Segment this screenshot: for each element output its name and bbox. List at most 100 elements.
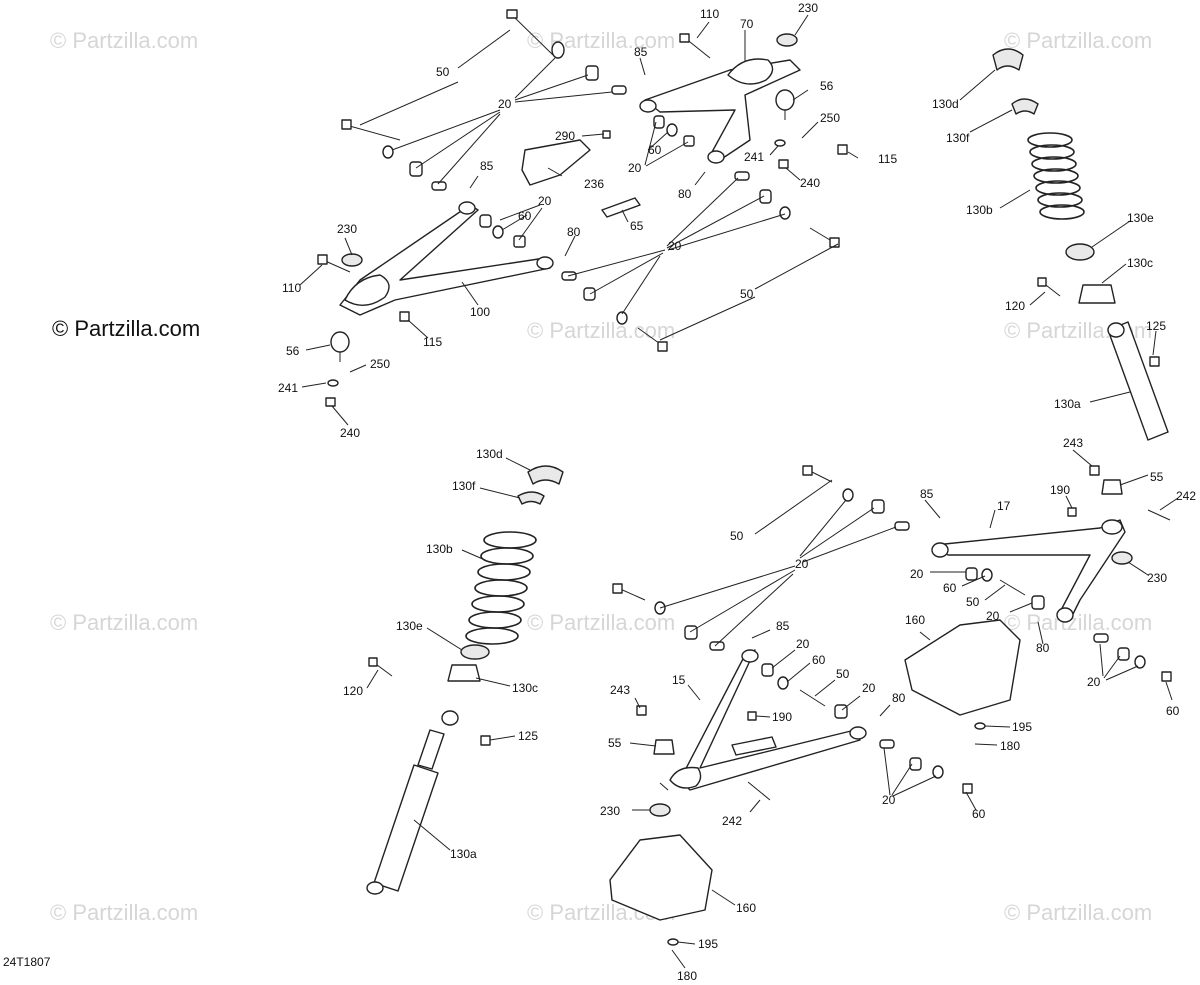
callout-190: 190 (1050, 483, 1070, 497)
callout-15: 15 (672, 673, 686, 687)
callout-56: 56 (820, 79, 834, 93)
callout-110: 110 (700, 7, 719, 21)
callout-50: 50 (836, 667, 850, 681)
bolt (341, 119, 401, 141)
callout-130e: 130e (1127, 211, 1154, 225)
callout-80: 80 (892, 691, 906, 705)
bolt (1037, 277, 1061, 297)
watermark: © Partzilla.com (50, 610, 199, 635)
a-arm-15 (669, 649, 867, 791)
callout-160: 160 (905, 613, 925, 627)
callout-60: 60 (972, 807, 986, 821)
callout-120: 120 (343, 684, 363, 698)
callout-56: 56 (286, 344, 300, 358)
callout-110: 110 (282, 281, 301, 295)
callout-290: 290 (555, 129, 575, 143)
callout-195: 195 (698, 937, 718, 951)
diagram-reference-code: 24T1807 (3, 955, 51, 969)
callout-240: 240 (800, 176, 820, 190)
callout-125: 125 (1146, 319, 1166, 333)
callout-60: 60 (812, 653, 826, 667)
callout-65: 65 (630, 219, 644, 233)
a-arm-100 (339, 201, 554, 316)
callout-243: 243 (610, 683, 630, 697)
callout-115: 115 (423, 335, 442, 349)
bracket-236 (521, 139, 591, 186)
callout-130a: 130a (1054, 397, 1081, 411)
callout-85: 85 (634, 45, 648, 59)
bolt (799, 689, 826, 707)
watermark: © Partzilla.com (527, 610, 676, 635)
callout-85: 85 (480, 159, 494, 173)
callout-120: 120 (1005, 299, 1025, 313)
skid-plate-160 (904, 619, 1021, 716)
callout-80: 80 (1036, 641, 1050, 655)
skid-plate-160 (609, 834, 713, 921)
callout-55: 55 (1150, 470, 1164, 484)
callout-242: 242 (722, 814, 742, 828)
bolt (612, 583, 646, 601)
callout-241: 241 (278, 381, 298, 395)
callout-17: 17 (997, 499, 1011, 513)
callout-55: 55 (608, 736, 622, 750)
callout-243: 243 (1063, 436, 1083, 450)
callout-85: 85 (920, 487, 934, 501)
bolt (802, 465, 833, 483)
callout-130e: 130e (396, 619, 423, 633)
callout-242: 242 (1176, 489, 1196, 503)
callout-230: 230 (337, 222, 357, 236)
callout-236: 236 (584, 177, 604, 191)
callout-60: 60 (518, 209, 532, 223)
callout-20: 20 (1087, 675, 1101, 689)
callout-80: 80 (678, 187, 692, 201)
callout-125: 125 (518, 729, 538, 743)
callout-241: 241 (744, 150, 764, 164)
callout-130f: 130f (946, 131, 970, 145)
callout-85: 85 (776, 619, 790, 633)
ball-joint-56 (775, 89, 795, 120)
copyright-notice: © Partzilla.com (52, 316, 201, 341)
callout-130b: 130b (966, 203, 993, 217)
callout-115: 115 (878, 152, 897, 166)
bolt (809, 227, 840, 248)
callout-130c: 130c (512, 681, 538, 695)
callout-20: 20 (882, 793, 896, 807)
watermark: © Partzilla.com (50, 28, 199, 53)
bolt (368, 657, 393, 677)
callout-130c: 130c (1127, 256, 1153, 270)
nut (325, 130, 848, 407)
a-arm-17 (931, 519, 1126, 623)
callout-130d: 130d (932, 97, 959, 111)
watermark: © Partzilla.com (50, 900, 199, 925)
bolt (747, 781, 771, 801)
ball-joint-56 (330, 331, 350, 362)
bolt (679, 33, 711, 59)
callout-130d: 130d (476, 447, 503, 461)
callout-20: 20 (796, 637, 810, 651)
watermark: © Partzilla.com (1004, 610, 1153, 635)
callout-130a: 130a (450, 847, 477, 861)
callout-20: 20 (862, 681, 876, 695)
bolt (317, 254, 351, 273)
watermark: © Partzilla.com (1004, 28, 1153, 53)
callout-50: 50 (740, 287, 754, 301)
bushing-group (341, 33, 798, 325)
callout-20: 20 (910, 567, 924, 581)
callout-240: 240 (340, 426, 360, 440)
callout-50: 50 (436, 65, 450, 79)
callout-160: 160 (736, 901, 756, 915)
callout-20: 20 (668, 239, 682, 253)
callout-195: 195 (1012, 720, 1032, 734)
bolt (1147, 509, 1171, 521)
leader-lines (299, 14, 1179, 969)
callout-180: 180 (1000, 739, 1020, 753)
callout-50: 50 (966, 595, 980, 609)
shock-assembly-right (992, 48, 1171, 521)
watermark: © Partzilla.com (1004, 900, 1153, 925)
watermark: © Partzilla.com (527, 318, 676, 343)
callout-50: 50 (730, 529, 744, 543)
callout-70: 70 (740, 17, 754, 31)
callout-60: 60 (648, 143, 662, 157)
callout-230: 230 (600, 804, 620, 818)
